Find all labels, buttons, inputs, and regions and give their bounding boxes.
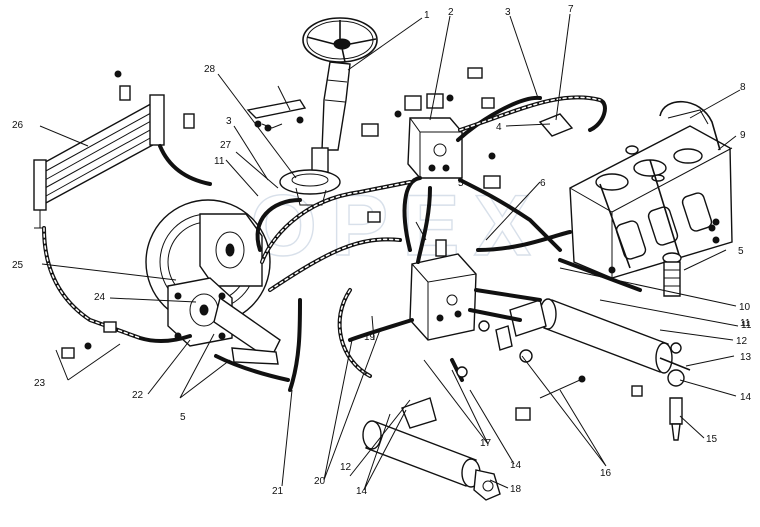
callout-11-secondary: 11 [214,156,225,167]
tank-strap [599,100,721,269]
callout-14-tertiary: 14 [510,460,522,471]
callout-5-tertiary: 5 [458,178,464,189]
callout-10: 10 [739,302,751,313]
steering-column [279,61,351,206]
callout-5: 5 [738,246,744,257]
callout-3: 3 [505,7,511,18]
callout-11-tertiary: 11 [740,318,751,329]
callout-2: 2 [448,7,454,18]
callout-28: 28 [204,64,216,75]
hydraulic-pump [167,277,233,347]
callout-12: 12 [736,336,748,347]
callout-11: 11 [741,320,752,331]
fittings-and-fasteners [61,67,720,441]
steering-wheel [302,17,378,63]
callout-8: 8 [740,82,746,93]
callout-16: 16 [600,468,612,479]
callout-7: 7 [568,4,574,15]
callout-labels: 1 2 3 4 5 6 7 8 9 10 11 12 13 14 15 16 1… [12,4,752,497]
callout-17: 17 [480,438,492,449]
callout-9: 9 [740,130,746,141]
callout-24: 24 [94,292,106,303]
callout-13: 13 [740,352,752,363]
pump-drive-lever [213,296,281,365]
callout-15: 15 [706,434,718,445]
callout-25: 25 [12,260,24,271]
callout-20: 20 [314,476,326,487]
callout-26: 26 [12,120,24,131]
column-bracket [246,85,307,132]
oil-tank [569,125,733,279]
steering-control-unit [404,93,463,179]
callout-19: 19 [364,332,376,343]
oil-cooler [33,94,165,229]
leader-lines [39,13,741,491]
steering-cylinder-right [509,298,691,387]
callout-6: 6 [540,178,546,189]
callout-27: 27 [220,140,232,151]
lift-cylinder [362,397,501,501]
hose-highlights [43,96,601,377]
callout-12-secondary: 12 [340,462,352,473]
callout-23: 23 [34,378,46,389]
callout-4: 4 [496,122,502,133]
callout-21: 21 [272,486,284,497]
callout-18: 18 [510,484,522,495]
callout-14: 14 [740,392,752,403]
callout-1: 1 [424,10,430,21]
callout-14-secondary: 14 [356,486,368,497]
callout-5-secondary: 5 [180,412,186,423]
callout-3-secondary: 3 [226,116,232,127]
callout-22: 22 [132,390,144,401]
